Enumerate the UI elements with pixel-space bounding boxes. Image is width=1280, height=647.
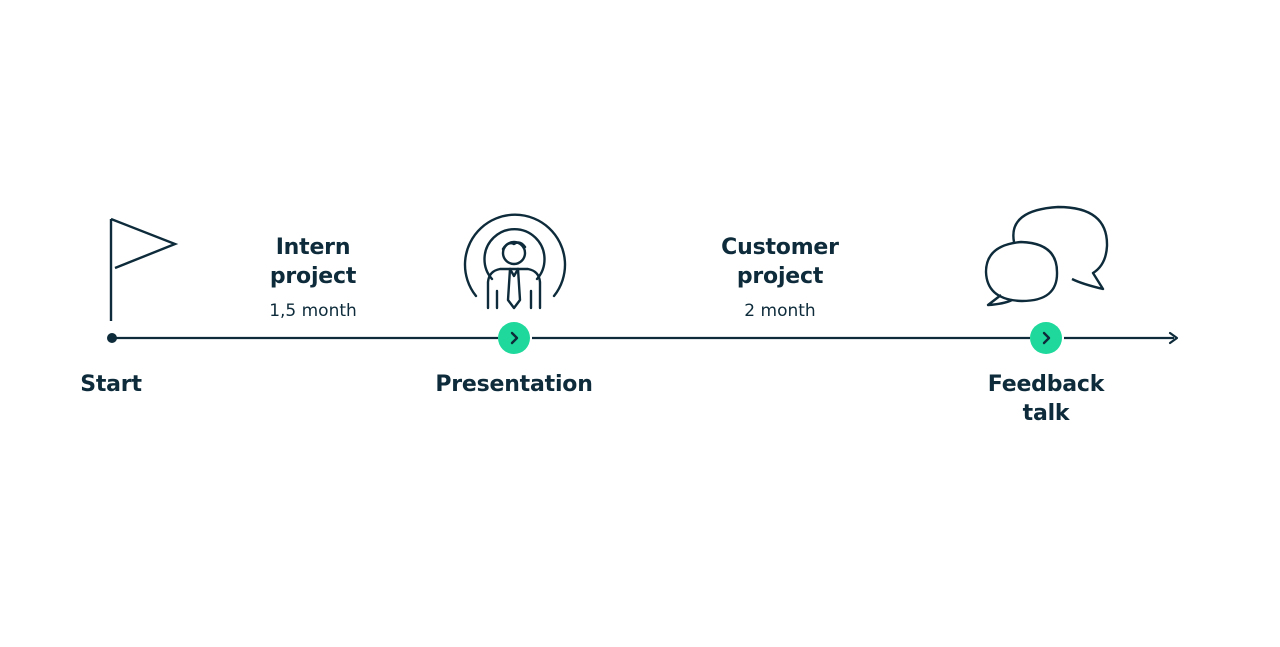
chevron-right-icon xyxy=(510,331,519,345)
flag-icon xyxy=(109,217,179,321)
milestone-label-start: Start xyxy=(80,372,142,397)
chat-bubbles-icon xyxy=(984,205,1109,307)
phase-duration-customer: 2 month xyxy=(744,301,816,321)
arrow-head-icon xyxy=(1168,331,1179,345)
phase-duration-intern: 1,5 month xyxy=(269,301,357,321)
milestone-label-feedback: Feedback talk xyxy=(987,372,1105,426)
phase-title-customer: Customer project xyxy=(721,235,839,289)
feedback-milestone-marker xyxy=(1030,322,1062,354)
chevron-right-icon xyxy=(1042,331,1051,345)
start-dot xyxy=(107,333,117,343)
presentation-milestone-marker xyxy=(498,322,530,354)
phase-title-intern: Intern project xyxy=(269,235,357,289)
presenter-icon xyxy=(463,213,567,310)
milestone-label-presentation: Presentation xyxy=(435,372,593,397)
